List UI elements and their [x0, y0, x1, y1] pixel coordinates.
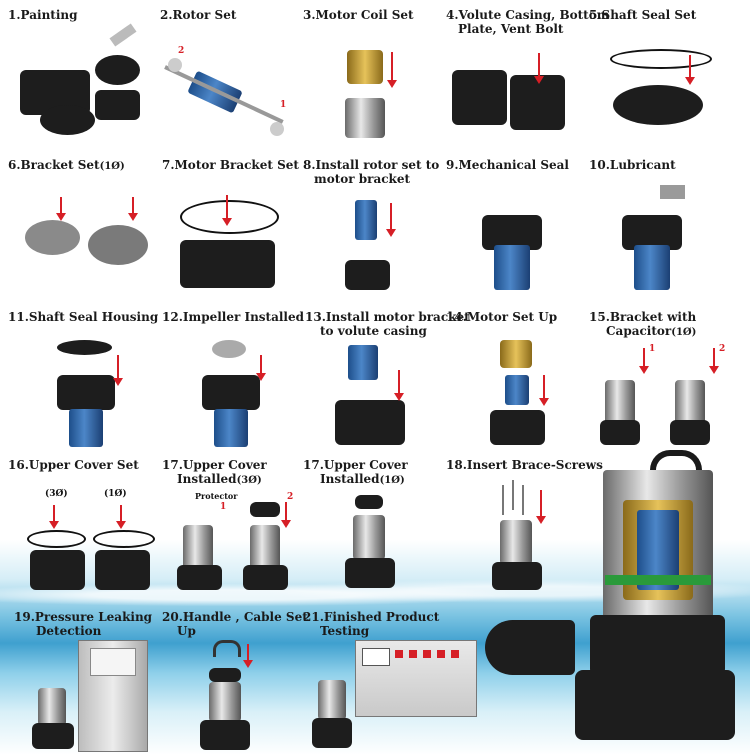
step-2-label: 2.Rotor Set: [160, 8, 237, 22]
step-7-label: 7.Motor Bracket Set: [162, 158, 299, 172]
cutaway-pump-illustration: [485, 450, 750, 755]
step-17b-label-line2: Installed(1Ø): [320, 472, 405, 486]
step-21-label-line2: Testing: [320, 624, 370, 638]
protector-note: Protector: [195, 491, 238, 501]
step-15-label-line1: 15.Bracket with: [589, 310, 697, 324]
step-20-label-line1: 20.Handle , Cable Set: [162, 610, 308, 624]
motor-coil-illustration: [335, 40, 415, 140]
step-9-label: 9.Mechanical Seal: [446, 158, 569, 172]
step-8-label-line1: 8.Install rotor set to: [303, 158, 440, 172]
shaft-seal-illustration: [605, 45, 715, 140]
step-17a-label-line1: 17.Upper Cover: [162, 458, 267, 472]
step-21-label-line1: 21.Finished Product: [303, 610, 440, 624]
upper-cover-1phase-illustration: [335, 490, 410, 595]
step-16-sub-1phase: (1Ø): [104, 489, 127, 499]
bracket-capacitor-illustration: 1 2: [595, 340, 735, 450]
bracket-set-illustration: [20, 195, 150, 275]
step-13-label-line2: to volute casing: [320, 324, 427, 338]
motor-bracket-illustration: [175, 195, 285, 295]
cover-marker-2: 2: [287, 492, 294, 502]
capacitor-marker-2: 2: [719, 344, 726, 354]
rotor-set-illustration: 2 1: [160, 40, 300, 140]
install-rotor-illustration: [340, 195, 410, 295]
upper-cover-3phase-illustration: 1 2: [175, 492, 305, 595]
step-16-sub-3phase: (3Ø): [45, 489, 68, 499]
volute-casing-illustration: [450, 45, 570, 140]
step-4-label-line2: Plate, Vent Bolt: [458, 22, 564, 36]
step-8-label-line2: motor bracket: [314, 172, 411, 186]
step-11-label: 11.Shaft Seal Housing: [8, 310, 159, 324]
handle-cable-illustration: [195, 640, 265, 755]
brace-screws-illustration: [490, 480, 560, 595]
finished-testing-illustration: [310, 640, 480, 755]
step-1-label: 1.Painting: [8, 8, 78, 22]
step-15-label-line2: Capacitor(1Ø): [606, 324, 697, 338]
rotor-marker-1: 1: [280, 100, 287, 110]
motor-set-up-illustration: [485, 335, 560, 450]
shaft-seal-housing-illustration: [55, 335, 125, 450]
lubricant-illustration: [620, 185, 695, 300]
cover-marker-1: 1: [220, 502, 227, 512]
step-18-label: 18.Insert Brace-Screws: [446, 458, 603, 472]
step-6-label: 6.Bracket Set(1Ø): [8, 158, 125, 172]
rotor-marker-2: 2: [178, 46, 185, 56]
step-19-label-line2: Detection: [36, 624, 102, 638]
step-19-label-line1: 19.Pressure Leaking: [14, 610, 153, 624]
capacitor-marker-1: 1: [649, 344, 656, 354]
painting-illustration: [15, 23, 145, 140]
step-4-label-line1: 4.Volute Casing, Bottom: [446, 8, 610, 22]
install-bracket-illustration: [330, 340, 415, 450]
step-3-label: 3.Motor Coil Set: [303, 8, 414, 22]
step-16-label: 16.Upper Cover Set: [8, 458, 139, 472]
mechanical-seal-illustration: [480, 185, 550, 300]
step-14-label: 14.Motor Set Up: [446, 310, 558, 324]
pressure-test-illustration: [30, 638, 150, 753]
step-13-label-line1: 13.Install motor bracket: [305, 310, 470, 324]
impeller-illustration: [200, 335, 270, 450]
step-10-label: 10.Lubricant: [589, 158, 676, 172]
step-5-label: 5.Shaft Seal Set: [589, 8, 697, 22]
upper-cover-set-illustration: [25, 505, 155, 595]
step-17a-label-line2: Installed(3Ø): [177, 472, 262, 486]
step-17b-label-line1: 17.Upper Cover: [303, 458, 408, 472]
step-12-label: 12.Impeller Installed: [162, 310, 305, 324]
step-20-label-line2: Up: [177, 624, 196, 638]
